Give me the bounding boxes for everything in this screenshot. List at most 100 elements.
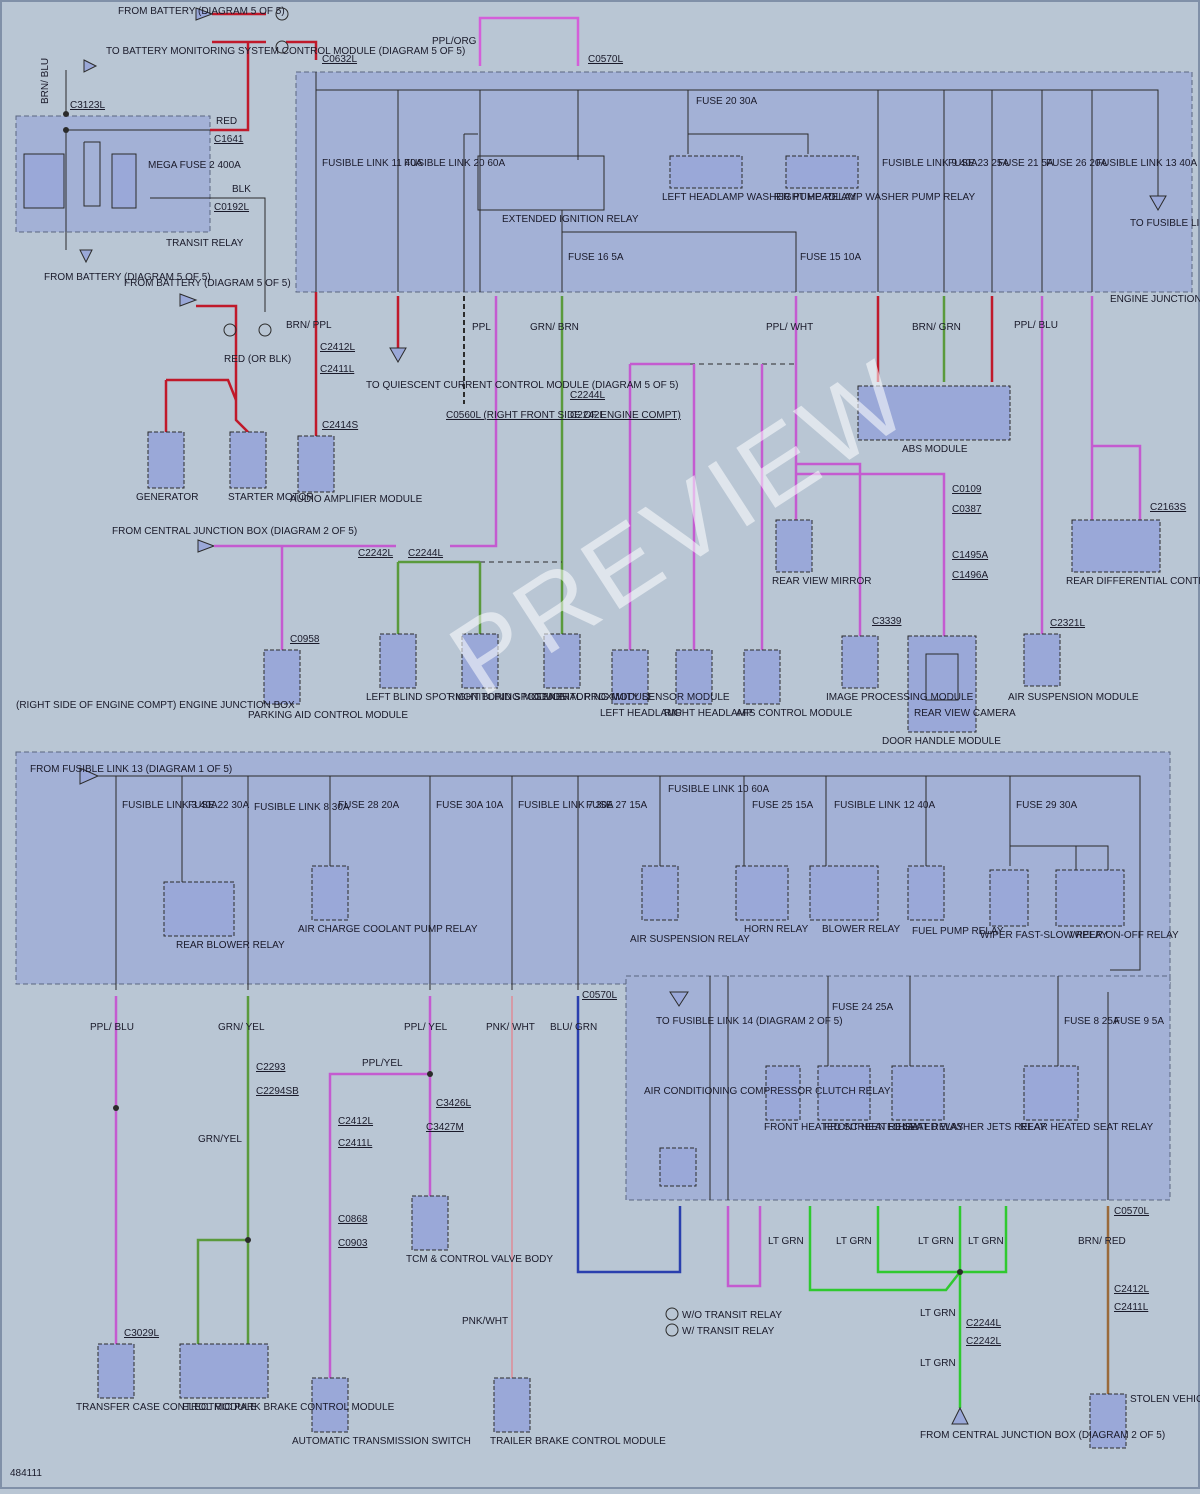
ppl-yel: PPL/ YEL — [404, 1022, 448, 1033]
c0958: C0958 — [290, 634, 320, 645]
to-bms: TO BATTERY MONITORING SYSTEM CONTROL MOD… — [106, 46, 465, 57]
afs-control-label: AFS CONTROL MODULE — [736, 708, 853, 719]
c0387: C0387 — [952, 504, 982, 515]
lt-grn-d: LT GRN — [968, 1236, 1004, 1247]
air-charge-label: AIR CHARGE COOLANT PUMP RELAY — [298, 924, 478, 935]
fusible-link-7: FUSIBLE LINK 7 30A — [518, 800, 614, 811]
fuse-21: FUSE 21 5A — [998, 158, 1054, 169]
fusible-link-9: FUSIBLE LINK 9 40A — [882, 158, 978, 169]
c2411l-c: C2411L — [1114, 1302, 1149, 1313]
left-blind-spot-label: LEFT BLIND SPOT MONITORING MODULE — [366, 692, 566, 703]
horn-relay-label: HORN RELAY — [744, 924, 809, 935]
fusible-link-11: FUSIBLE LINK 11 40A — [322, 158, 423, 169]
c2412l: C2412L — [320, 342, 355, 353]
engine-junction-box-left: (RIGHT SIDE OF ENGINE COMPT) ENGINE JUNC… — [16, 700, 295, 711]
to-fusible-link-14: TO FUSIBLE LINK 14 (DIAGRAM 2 OF 5) — [656, 1016, 843, 1027]
fuse-15: FUSE 15 10A — [800, 252, 861, 263]
rear-view-mirror-label: REAR VIEW MIRROR — [772, 576, 871, 587]
fusible-link-13: FUSIBLE LINK 13 40A — [1096, 158, 1197, 169]
rear-view-mirror — [775, 519, 813, 573]
engine-junction-box-top — [295, 71, 1193, 293]
c0570l-bottom-right: C0570L — [1114, 1206, 1149, 1217]
pnk-wht-b: PNK/WHT — [462, 1316, 508, 1327]
heated-washer-jets-relay — [891, 1065, 945, 1121]
abs-module — [857, 385, 1011, 441]
right-headlamp — [675, 649, 713, 705]
c1495a: C1495A — [952, 550, 988, 561]
c2411l-b: C2411L — [338, 1138, 373, 1149]
c0570l-bottom: C0570L — [582, 990, 617, 1001]
c2242l-top: C2242L — [570, 410, 605, 421]
tcm-label: TCM & CONTROL VALVE BODY — [406, 1254, 553, 1265]
legend-2: W/ TRANSIT RELAY — [682, 1326, 775, 1337]
c2414s: C2414S — [322, 420, 358, 431]
air-charge-pump-relay — [311, 865, 349, 921]
left-headlamp-washer-relay — [669, 155, 743, 189]
grn-yel-b: GRN/YEL — [198, 1134, 242, 1145]
c2242l-mid: C2242L — [358, 548, 393, 559]
fuse-29: FUSE 29 30A — [1016, 800, 1077, 811]
horn-relay — [735, 865, 789, 921]
trailer-brake-module — [493, 1377, 531, 1433]
image-processing-module — [841, 635, 879, 689]
left-headlamp-washer: LEFT HEADLAMP WASHER PUMP RELAY — [662, 192, 857, 203]
rear-blower-label: REAR BLOWER RELAY — [176, 940, 285, 951]
stolen-vehicle-tracking-module — [1089, 1393, 1127, 1449]
transfer-case-label: TRANSFER CASE CONTROL MODULE — [76, 1402, 257, 1413]
fuse-30: FUSE 30A 10A — [436, 800, 504, 811]
right-headlamp-washer: RIGHT HEADLAMP WASHER PUMP RELAY — [774, 192, 975, 203]
figure-number: 484111 — [10, 1468, 42, 1479]
fuse-26: FUSE 26 20A — [1046, 158, 1107, 169]
front-heated-screen-relay — [765, 1065, 801, 1121]
ppl-blu-top: PPL/ BLU — [1014, 320, 1058, 331]
wire-blk: BLK — [232, 184, 251, 195]
brn-ppl: BRN/ PPL — [286, 320, 332, 331]
extended-ignition-relay — [477, 155, 605, 211]
from-battery-o: FROM BATTERY (DIAGRAM 5 OF 5) — [124, 278, 291, 289]
wire-red: RED — [216, 116, 237, 127]
c2244l-mid: C2244L — [408, 548, 443, 559]
air-suspension-module — [1023, 633, 1061, 687]
parking-aid-module — [263, 649, 301, 705]
rear-view-camera-label: REAR VIEW CAMERA — [914, 708, 1016, 719]
parking-aid-label: PARKING AID CONTROL MODULE — [248, 710, 408, 721]
pnk-wht: PNK/ WHT — [486, 1022, 535, 1033]
door-handle-label: DOOR HANDLE MODULE — [882, 736, 1001, 747]
c2294sb: C2294SB — [256, 1086, 299, 1097]
fuse-27: FUSE 27 15A — [586, 800, 647, 811]
ats-label: AUTOMATIC TRANSMISSION SWITCH — [292, 1436, 471, 1447]
engine-junction-box-right: ENGINE JUNCTION BOX (RIGHT SIDE OF ENGIN… — [1110, 294, 1200, 305]
fuse-22: FUSE 22 30A — [188, 800, 249, 811]
c0868: C0868 — [338, 1214, 368, 1225]
c2321l: C2321L — [1050, 618, 1085, 629]
ac-compressor-label: AIR CONDITIONING COMPRESSOR CLUTCH RELAY — [644, 1086, 891, 1097]
lt-grn-e: LT GRN — [920, 1308, 956, 1319]
c2411l: C2411L — [320, 364, 355, 375]
automatic-transmission-switch — [311, 1377, 349, 1433]
mega-fuse: MEGA FUSE 2 400A — [148, 160, 241, 171]
c0109: C0109 — [952, 484, 982, 495]
c1496a: C1496A — [952, 570, 988, 581]
left-blind-spot-module — [379, 633, 417, 689]
front-heated-screen-label: FRONT HEATED SCREEN RELAY — [764, 1122, 920, 1133]
lt-grn-b: LT GRN — [836, 1236, 872, 1247]
fusible-link-3: FUSIBLE LINK 3 40A — [122, 800, 218, 811]
blower-relay — [809, 865, 879, 921]
fusible-link-20: FUSIBLE LINK 20 60A — [404, 158, 505, 169]
right-headlamp-washer-relay — [785, 155, 859, 189]
c3123l: C3123L — [70, 100, 105, 111]
c0192l: C0192L — [214, 202, 249, 213]
generator-label: GENERATOR — [136, 492, 198, 503]
air-suspension-relay-label: AIR SUSPENSION RELAY — [630, 934, 750, 945]
fuse-24: FUSE 24 25A — [832, 1002, 893, 1013]
c2244l-bottom: C2244L — [966, 1318, 1001, 1329]
right-blind-spot-module — [461, 633, 499, 689]
transit-relay: TRANSIT RELAY — [166, 238, 244, 249]
rear-heated-seat-relay — [1023, 1065, 1079, 1121]
tcm-control-valve-body — [411, 1195, 449, 1251]
fuse-9: FUSE 9 5A — [1114, 1016, 1164, 1027]
wiper-fast-slow-label: WIPER FAST-SLOW RELAY — [980, 930, 1108, 941]
wire-brn-blu: BRN/ BLU — [40, 58, 51, 104]
starter-motor-label: STARTER MOTOR — [228, 492, 314, 503]
